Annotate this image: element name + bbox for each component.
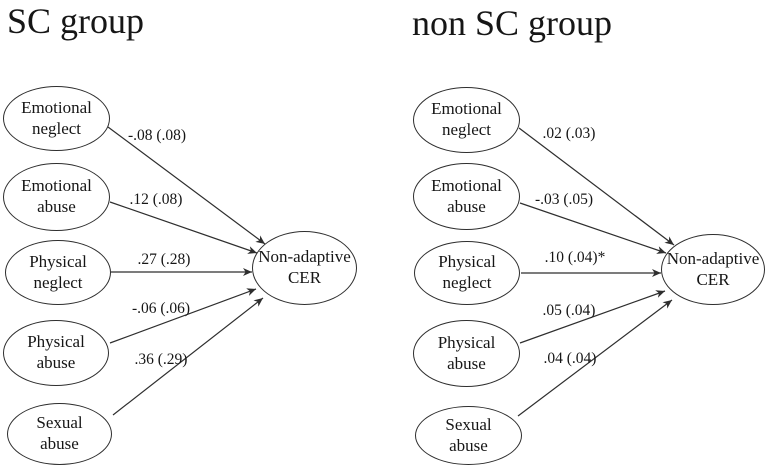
node-nonsc-sexual-abuse: Sexual abuse — [415, 406, 522, 465]
coef-nonsc-physical-abuse: .05 (.04) — [542, 302, 596, 319]
node-nonsc-physical-neglect: Physical neglect — [414, 241, 520, 305]
coef-nonsc-physical-neglect: .10 (.04)* — [544, 249, 606, 266]
node-label: Physical abuse — [437, 332, 496, 373]
group-title-sc: SC group — [7, 1, 145, 41]
node-label: Sexual abuse — [445, 414, 492, 455]
arrow-sc-emotional-neglect — [107, 126, 266, 245]
node-sc-emotional-neglect: Emotional neglect — [3, 86, 110, 151]
node-sc-emotional-abuse: Emotional abuse — [3, 163, 110, 231]
coef-sc-sexual-abuse: .36 (.29) — [134, 351, 188, 368]
node-nonsc-emotional-neglect: Emotional neglect — [413, 87, 520, 153]
node-nonsc-physical-abuse: Physical abuse — [413, 320, 520, 387]
node-label: Non-adaptive CER — [666, 248, 760, 289]
coef-sc-emotional-abuse: .12 (.08) — [129, 191, 183, 208]
node-label: Sexual abuse — [36, 413, 83, 453]
node-label: Emotional neglect — [21, 97, 92, 138]
arrow-sc-emotional-abuse — [109, 201, 258, 254]
group-title-nonsc: non SC group — [412, 3, 613, 43]
node-label: Emotional abuse — [431, 175, 502, 216]
node-label: Physical neglect — [29, 251, 87, 292]
arrow-nonsc-emotional-neglect — [518, 127, 675, 246]
coef-sc-physical-neglect: .27 (.28) — [137, 251, 191, 268]
node-label: Non-adaptive CER — [258, 247, 351, 287]
node-nonsc-outcome: Non-adaptive CER — [661, 234, 765, 305]
coef-sc-emotional-neglect: -.08 (.08) — [127, 127, 187, 144]
arrow-sc-physical-abuse — [109, 288, 257, 344]
node-nonsc-emotional-abuse: Emotional abuse — [413, 163, 520, 230]
node-label: Emotional abuse — [21, 176, 92, 216]
node-sc-outcome: Non-adaptive CER — [252, 231, 357, 305]
node-label: Emotional neglect — [431, 99, 502, 139]
node-label: Physical neglect — [438, 252, 496, 292]
node-sc-physical-abuse: Physical abuse — [3, 320, 109, 386]
coef-nonsc-emotional-abuse: -.03 (.05) — [534, 191, 594, 208]
node-label: Physical abuse — [27, 332, 85, 372]
arrow-nonsc-physical-abuse — [519, 290, 666, 344]
node-sc-sexual-abuse: Sexual abuse — [7, 403, 112, 465]
coef-nonsc-emotional-neglect: .02 (.03) — [542, 125, 596, 142]
arrow-nonsc-sexual-abuse — [517, 299, 673, 417]
coef-nonsc-sexual-abuse: .04 (.04) — [543, 350, 597, 367]
coef-sc-physical-abuse: -.06 (.06) — [131, 300, 191, 317]
arrow-nonsc-emotional-abuse — [519, 202, 667, 254]
node-sc-physical-neglect: Physical neglect — [5, 240, 111, 305]
arrow-sc-sexual-abuse — [112, 297, 264, 416]
